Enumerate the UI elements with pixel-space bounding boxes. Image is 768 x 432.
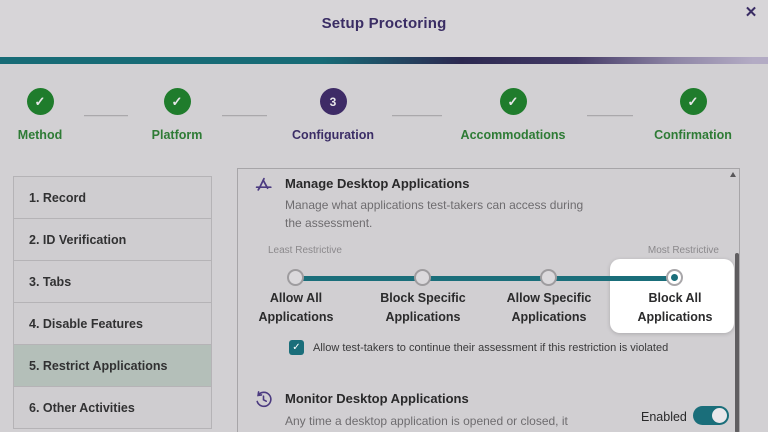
slider-stop-allow-specific[interactable] [540,269,557,286]
step-connector [84,115,128,117]
step-configuration[interactable]: 3 Configuration [268,88,398,142]
selected-stop-dot [671,274,678,281]
step-connector [587,115,633,117]
step-method[interactable]: ✓ Method [0,88,105,142]
step-accommodations[interactable]: ✓ Accommodations [448,88,578,142]
header-gradient-divider [0,57,768,64]
step-complete-check-icon: ✓ [163,88,191,115]
sidebar-item-tabs[interactable]: 3. Tabs [13,260,212,303]
step-connector [222,115,267,117]
restriction-slider-track[interactable] [296,276,675,281]
slider-stop-block-all[interactable] [666,269,683,286]
step-number: 3 [319,88,347,115]
option-block-specific-applications[interactable]: Block Specific Applications [380,291,466,324]
sidebar-item-id-verification[interactable]: 2. ID Verification [13,218,212,261]
sidebar-item-other-activities[interactable]: 6. Other Activities [13,386,212,429]
step-label: Confirmation [654,128,732,142]
dialog-title: Setup Proctoring [321,15,447,32]
monitor-apps-description: Any time a desktop application is opened… [285,414,568,428]
config-sidebar: 1. Record 2. ID Verification 3. Tabs 4. … [13,176,212,429]
panel-scrollbar[interactable] [735,253,739,432]
step-complete-check-icon: ✓ [499,88,527,115]
option-block-all-applications[interactable]: Block All Applications [637,291,713,324]
toggle-knob [712,408,727,423]
option-allow-all-applications[interactable]: Allow All Applications [258,291,334,324]
step-confirmation[interactable]: ✓ Confirmation [628,88,758,142]
monitor-apps-title: Monitor Desktop Applications [285,391,469,406]
history-icon [254,390,274,410]
step-label: Platform [151,128,203,142]
manage-apps-description: Manage what applications test-takers can… [285,198,584,230]
enabled-label: Enabled [641,410,687,424]
sidebar-item-disable-features[interactable]: 4. Disable Features [13,302,212,345]
most-restrictive-label: Most Restrictive [647,245,719,256]
monitor-apps-toggle[interactable] [693,406,729,425]
scrollbar-up-arrow-icon[interactable] [730,172,736,177]
manage-apps-title: Manage Desktop Applications [285,176,470,191]
step-complete-check-icon: ✓ [679,88,707,115]
slider-stop-block-specific[interactable] [414,269,431,286]
step-label: Accommodations [460,128,566,142]
restrict-applications-panel: Manage Desktop Applications Manage what … [237,168,740,432]
violation-continue-label: Allow test-takers to continue their asse… [313,342,669,354]
step-complete-check-icon: ✓ [26,88,54,115]
sidebar-item-record[interactable]: 1. Record [13,176,212,219]
step-platform[interactable]: ✓ Platform [112,88,242,142]
step-label: Configuration [292,128,374,142]
violation-continue-checkbox[interactable]: ✓ [289,340,304,355]
option-allow-specific-applications[interactable]: Allow Specific Applications [506,291,592,324]
sidebar-item-restrict-applications[interactable]: 5. Restrict Applications [13,344,212,387]
step-label: Method [17,128,63,142]
dialog-header: Setup Proctoring ✕ [0,0,768,57]
least-restrictive-label: Least Restrictive [268,245,342,256]
close-icon[interactable]: ✕ [744,4,758,21]
slider-stop-allow-all[interactable] [287,269,304,286]
step-connector [392,115,442,117]
app-store-icon [254,175,274,195]
